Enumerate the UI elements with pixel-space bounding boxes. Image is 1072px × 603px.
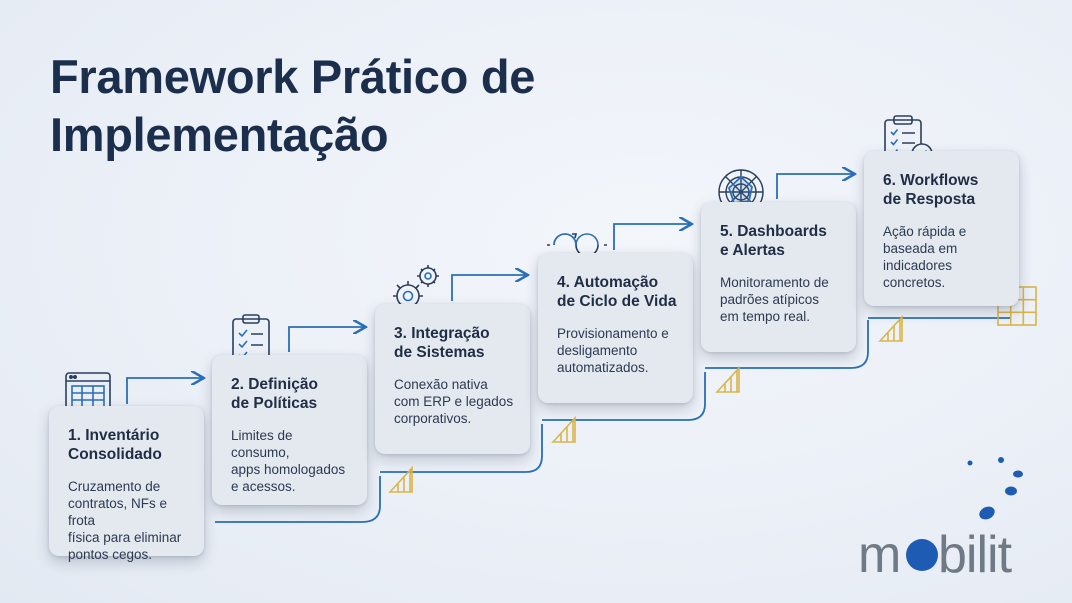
step-5-desc-line-2: padrões atípicos: [720, 292, 820, 307]
step-2-title: 2. Definição de Políticas: [231, 375, 353, 413]
gold-chart-icon-1: [388, 465, 413, 493]
step-3-desc-line-3: corporativos.: [394, 411, 472, 426]
step-2-desc-line-3: e acessos.: [231, 479, 296, 494]
step-2-title-line-1: 2. Definição: [231, 376, 318, 393]
step-3-title-line-2: de Sistemas: [394, 344, 485, 361]
step-card-3: 3. Integração de Sistemas Conexão nativa…: [375, 304, 530, 454]
step-6-desc-line-1: Ação rápida e: [883, 224, 967, 239]
spreadsheet-icon: [65, 372, 111, 414]
svg-text:m: m: [858, 526, 900, 582]
step-1-title-line-1: 1. Inventário: [68, 427, 160, 444]
arrow-step-3-to-4: [451, 275, 526, 301]
step-card-6: 6. Workflows de Resposta Ação rápida e b…: [864, 151, 1019, 306]
mobilit-logo: m bilit: [858, 522, 1058, 582]
step-5-desc-line-3: em tempo real.: [720, 309, 811, 324]
step-1-desc-line-4: pontos cegos.: [68, 547, 153, 562]
step-3-title: 3. Integração de Sistemas: [394, 324, 516, 362]
arrow-step-5-to-6: [776, 174, 853, 199]
step-2-desc-line-2: apps homologados: [231, 462, 346, 477]
step-1-title: 1. Inventário Consolidado: [68, 426, 190, 464]
gold-chart-icon-3: [715, 365, 740, 393]
step-4-desc-line-3: automatizados.: [557, 360, 649, 375]
step-4-description: Provisionamento e desligamento automatiz…: [557, 325, 679, 376]
step-card-5: 5. Dashboards e Alertas Monitoramento de…: [701, 202, 856, 352]
baseline-3: [380, 424, 543, 473]
step-4-title-line-2: de Ciclo de Vida: [557, 293, 677, 310]
step-4-desc-line-2: desligamento: [557, 343, 638, 358]
step-1-desc-line-1: Cruzamento de: [68, 479, 161, 494]
step-5-title: 5. Dashboards e Alertas: [720, 222, 842, 260]
step-6-title-line-2: de Resposta: [883, 191, 976, 208]
lifecycle-arrows-icon: [547, 233, 607, 257]
baseline-5: [705, 320, 869, 369]
step-6-description: Ação rápida e baseada em indicadores con…: [883, 223, 1005, 291]
arrow-step-1-to-2: [126, 378, 202, 404]
gold-chart-icon-4: [878, 314, 903, 342]
step-1-title-line-2: Consolidado: [68, 446, 162, 463]
gold-chart-icon-2: [551, 415, 576, 443]
step-card-2: 2. Definição de Políticas Limites de con…: [212, 355, 367, 505]
step-2-description: Limites de consumo, apps homologados e a…: [231, 427, 353, 495]
page-title: Framework Prático de Implementação: [50, 48, 535, 164]
step-6-desc-line-4: concretos.: [883, 275, 946, 290]
step-6-title-line-1: 6. Workflows: [883, 172, 979, 189]
step-3-desc-line-2: com ERP e legados: [394, 394, 514, 409]
step-1-desc-line-2: contratos, NFs e frota: [68, 496, 168, 528]
step-3-desc-line-1: Conexão nativa: [394, 377, 488, 392]
step-5-desc-line-1: Monitoramento de: [720, 275, 829, 290]
step-6-desc-line-3: indicadores: [883, 258, 953, 273]
arrow-step-4-to-5: [613, 224, 690, 250]
step-6-desc-line-2: baseada em: [883, 241, 958, 256]
step-5-description: Monitoramento de padrões atípicos em tem…: [720, 274, 842, 325]
baseline-2: [215, 476, 381, 523]
arrow-step-2-to-3: [288, 327, 364, 352]
svg-text:bilit: bilit: [938, 526, 1013, 582]
step-2-desc-line-1: Limites de consumo,: [231, 428, 293, 460]
step-1-description: Cruzamento de contratos, NFs e frota fís…: [68, 478, 190, 563]
step-1-desc-line-3: física para eliminar: [68, 530, 182, 545]
step-card-1: 1. Inventário Consolidado Cruzamento de …: [49, 406, 204, 562]
step-card-4: 4. Automação de Ciclo de Vida Provisiona…: [538, 253, 693, 403]
step-3-description: Conexão nativa com ERP e legados corpora…: [394, 376, 516, 427]
step-4-desc-line-1: Provisionamento e: [557, 326, 669, 341]
step-4-title: 4. Automação de Ciclo de Vida: [557, 273, 679, 311]
step-3-title-line-1: 3. Integração: [394, 325, 490, 342]
page-title-line-1: Framework Prático de: [50, 50, 536, 103]
baseline-4: [542, 372, 706, 421]
step-5-title-line-2: e Alertas: [720, 242, 785, 259]
logo-dots-decoration: [967, 457, 1023, 520]
step-4-title-line-1: 4. Automação: [557, 274, 659, 291]
step-6-title: 6. Workflows de Resposta: [883, 171, 1005, 209]
page-title-line-2: Implementação: [50, 108, 389, 161]
step-2-title-line-2: de Políticas: [231, 395, 318, 412]
step-5-title-line-1: 5. Dashboards: [720, 223, 827, 240]
